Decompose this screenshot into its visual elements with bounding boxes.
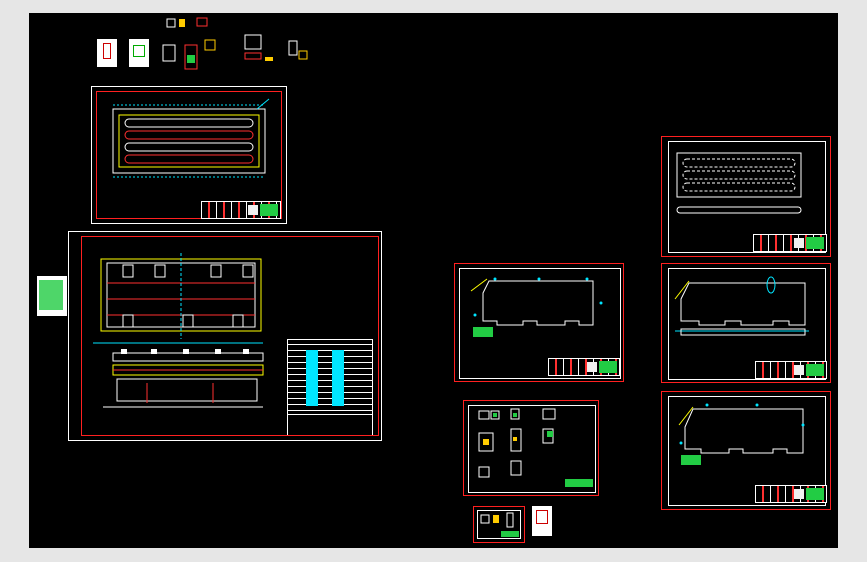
title-block-right-top[interactable] — [753, 234, 827, 252]
sheet-border-details — [468, 405, 596, 493]
plan-view-top-left[interactable] — [109, 98, 279, 183]
sheet-frame-details[interactable] — [463, 400, 599, 496]
floating-detail-bottom[interactable] — [532, 506, 552, 536]
sheet-border-right-top — [668, 141, 826, 253]
sheet-border-right-bottom — [668, 396, 826, 506]
detail-thumb-1[interactable] — [97, 39, 117, 67]
detail-thumb-2[interactable] — [129, 39, 149, 67]
sheet-border-mid — [459, 268, 621, 379]
title-block-right-bottom[interactable] — [755, 485, 827, 503]
sheet-frame-right-bottom[interactable] — [661, 391, 831, 510]
sheet-frame-small-bottom[interactable] — [473, 506, 525, 543]
title-block-top-left[interactable] — [201, 201, 281, 219]
section-view-mid[interactable] — [469, 275, 609, 345]
floating-detail-left[interactable] — [37, 276, 67, 316]
sheet-border-right-mid — [668, 268, 826, 380]
title-block-right-mid[interactable] — [755, 361, 827, 379]
sheet-border-top-left — [96, 91, 282, 219]
sheet-border-main — [81, 236, 379, 436]
small-sheet-content[interactable] — [479, 511, 523, 539]
detail-parts-view[interactable] — [475, 407, 595, 487]
sheet-border-small-bottom — [477, 510, 521, 539]
bill-of-materials-table[interactable] — [287, 339, 373, 435]
sheet-frame-mid[interactable] — [454, 263, 624, 382]
small-parts-group[interactable] — [159, 15, 319, 75]
sheet-frame-right-mid[interactable] — [661, 263, 831, 383]
section-view-right-mid[interactable] — [674, 275, 815, 345]
title-block-mid[interactable] — [548, 358, 620, 376]
plan-view-right-top[interactable] — [676, 152, 807, 223]
sheet-frame-top-left[interactable] — [91, 86, 287, 224]
cad-model-space[interactable] — [29, 13, 838, 548]
sheet-frame-main[interactable] — [68, 231, 382, 441]
sheet-frame-right-top[interactable] — [661, 136, 831, 257]
assembly-plan-view[interactable] — [93, 253, 273, 413]
section-view-right-bottom[interactable] — [677, 403, 817, 473]
